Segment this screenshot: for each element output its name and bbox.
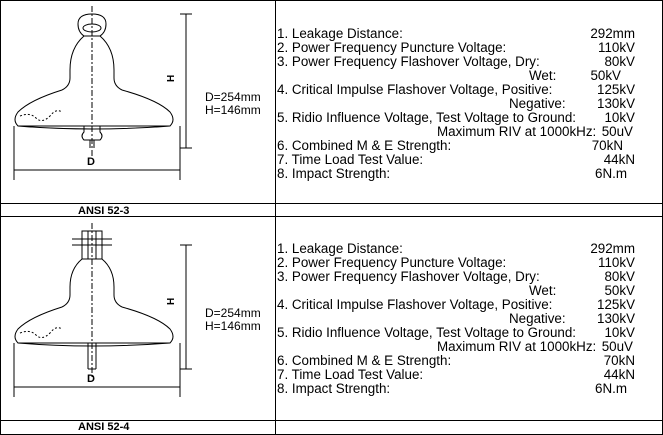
dimension-d: D=254mm bbox=[205, 306, 261, 320]
spec-value: 70kN bbox=[603, 353, 635, 368]
spec-label: 8. Impact Strength: bbox=[277, 166, 391, 181]
spec-label: 6. Combined M & E Strength: bbox=[277, 138, 452, 153]
spec-value: 110kV bbox=[598, 40, 635, 55]
spec-label: 3. Power Frequency Flashover Voltage, Dr… bbox=[277, 269, 540, 284]
spec-value: 6N.m bbox=[595, 166, 627, 181]
spec-label: 4. Critical Impulse Flashover Voltage, P… bbox=[277, 82, 553, 97]
spec-label: 3. Power Frequency Flashover Voltage, Dr… bbox=[277, 54, 540, 69]
insulator-drawing-clevis: H D bbox=[13, 223, 192, 397]
spec-value: 44kN bbox=[603, 152, 635, 167]
spec-label: Maximum RIV at 1000kHz: bbox=[437, 124, 597, 139]
spec-value: 292mm bbox=[590, 241, 635, 256]
spec-label: Wet: bbox=[529, 68, 557, 83]
spec-value: 50kV bbox=[590, 68, 621, 83]
spec-value: 80kV bbox=[604, 54, 635, 69]
spec-value: 130kV bbox=[597, 96, 635, 111]
model-caption: ANSI 52-3 bbox=[78, 205, 130, 217]
spec-value: 110kV bbox=[598, 255, 635, 270]
spec-value: 10kV bbox=[604, 325, 635, 340]
row-divider bbox=[0, 420, 663, 421]
spec-value: 50uV bbox=[601, 339, 633, 354]
model-caption: ANSI 52-4 bbox=[78, 421, 130, 433]
dimensions-block: D=254mm H=146mm bbox=[205, 91, 261, 117]
column-divider bbox=[275, 0, 276, 435]
spec-value: 80kV bbox=[604, 269, 635, 284]
spec-value: 10kV bbox=[604, 110, 635, 125]
spec-label: 1. Leakage Distance: bbox=[277, 26, 403, 41]
spec-label: 2. Power Frequency Puncture Voltage: bbox=[277, 40, 507, 55]
spec-label: 1. Leakage Distance: bbox=[277, 241, 403, 256]
row-divider bbox=[0, 216, 663, 217]
axis-d-label: D bbox=[87, 156, 95, 168]
spec-label: Negative: bbox=[509, 311, 566, 326]
row-divider bbox=[0, 203, 663, 204]
spec-label: 2. Power Frequency Puncture Voltage: bbox=[277, 255, 507, 270]
spec-value: 44kN bbox=[603, 367, 635, 382]
axis-h-label: H bbox=[166, 75, 177, 82]
axis-d-label: D bbox=[87, 373, 95, 385]
spec-label: Wet: bbox=[529, 283, 557, 298]
spec-value: 6N.m bbox=[595, 381, 627, 396]
spec-label: 4. Critical Impulse Flashover Voltage, P… bbox=[277, 297, 553, 312]
spec-label: 8. Impact Strength: bbox=[277, 381, 391, 396]
dimension-h: H=146mm bbox=[205, 319, 261, 333]
spec-label: 7. Time Load Test Value: bbox=[277, 152, 424, 167]
spec-label: 5. Ridio Influence Voltage, Test Voltage… bbox=[277, 110, 577, 125]
spec-label: Maximum RIV at 1000kHz: bbox=[437, 339, 597, 354]
spec-value: 70kN bbox=[591, 138, 623, 153]
spec-value: 50kV bbox=[604, 283, 635, 298]
spec-value: 50uV bbox=[601, 124, 633, 139]
dimension-d: D=254mm bbox=[205, 90, 261, 104]
dimensions-block: D=254mm H=146mm bbox=[205, 307, 261, 333]
spec-value: 130kV bbox=[597, 311, 635, 326]
spec-value: 125kV bbox=[597, 82, 635, 97]
spec-label: 7. Time Load Test Value: bbox=[277, 367, 424, 382]
spec-label: Negative: bbox=[509, 96, 566, 111]
spec-value: 292mm bbox=[590, 26, 635, 41]
spec-label: 5. Ridio Influence Voltage, Test Voltage… bbox=[277, 325, 577, 340]
spec-value: 125kV bbox=[597, 297, 635, 312]
dimension-h: H=146mm bbox=[205, 103, 261, 117]
spec-label: 6. Combined M & E Strength: bbox=[277, 353, 452, 368]
axis-h-label: H bbox=[166, 298, 177, 305]
insulator-drawing-cap-eye: H D bbox=[13, 6, 192, 180]
